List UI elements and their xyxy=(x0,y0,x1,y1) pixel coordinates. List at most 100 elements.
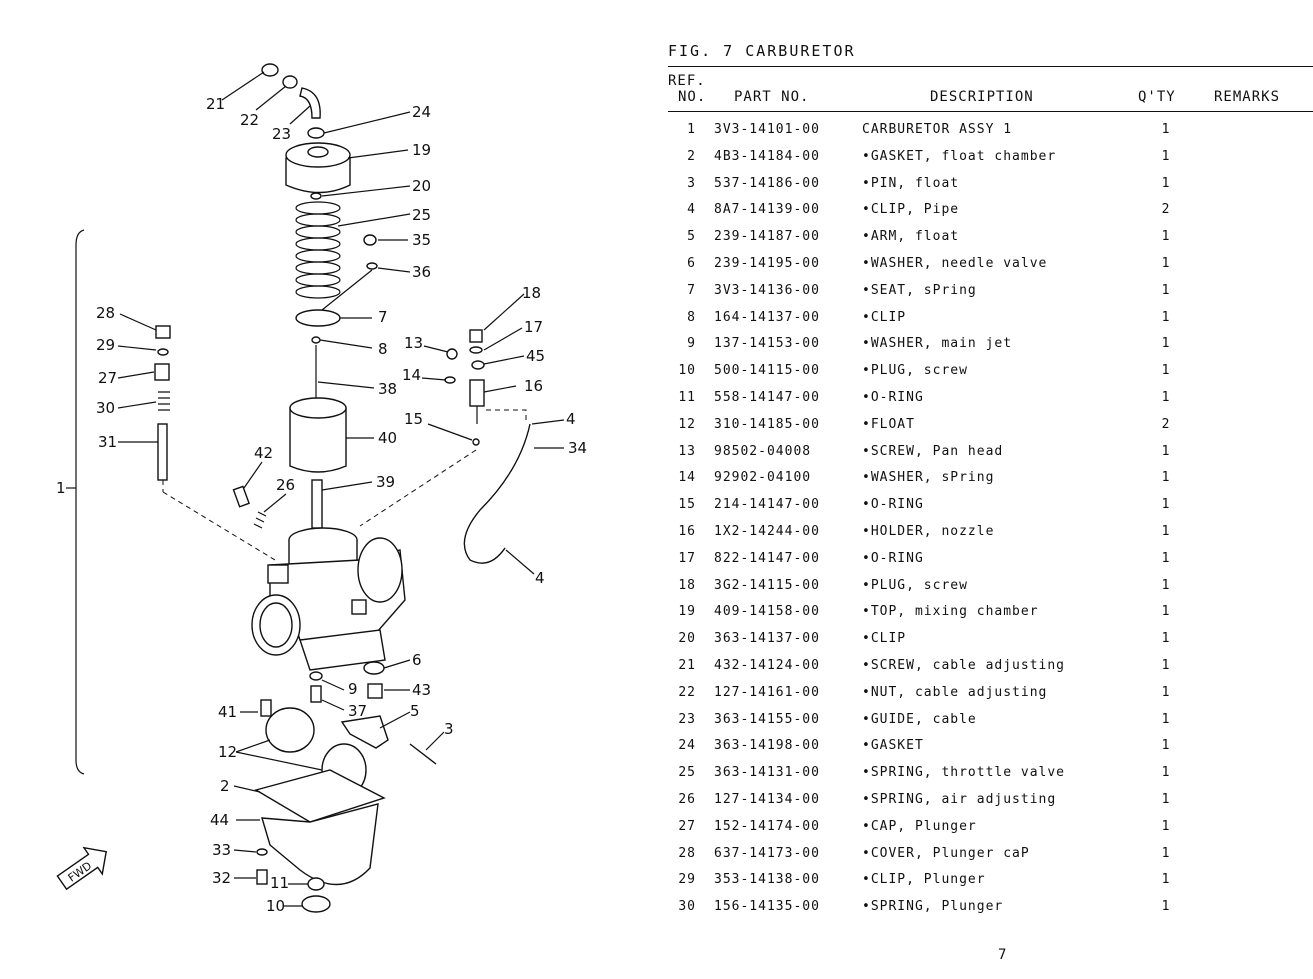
qty-cell: 1 xyxy=(1161,229,1171,245)
callout-40: 40 xyxy=(378,429,397,447)
description-cell: •NUT, cable adjusting xyxy=(862,684,1048,700)
qty-cell: 1 xyxy=(1161,148,1171,164)
callout-1: 1 xyxy=(56,479,66,497)
description-cell: •TOP, mixing chamber xyxy=(862,604,1039,620)
throttle-spring-drawing xyxy=(295,201,341,299)
parts-list: FIG. 7 CARBURETOR REF. NO. PART NO. DESC… xyxy=(668,42,1313,920)
part-no-cell: 127-14161-00 xyxy=(714,684,820,700)
description-cell: •O-RING xyxy=(862,389,924,405)
qty-cell: 1 xyxy=(1161,255,1171,271)
callout-27: 27 xyxy=(98,369,117,387)
part-no-cell: 822-14147-00 xyxy=(714,550,820,566)
ref-no-cell: 20 xyxy=(678,631,696,647)
qty-cell: 1 xyxy=(1161,122,1171,137)
part-no-cell: 3V3-14136-00 xyxy=(714,282,820,298)
description-cell: •CLIP xyxy=(862,309,907,325)
callout-39: 39 xyxy=(376,473,395,491)
callout-19: 19 xyxy=(412,141,431,159)
description-cell: •O-RING xyxy=(862,550,924,566)
part-no-cell: 92902-04100 xyxy=(714,470,812,486)
ref-no-cell: 22 xyxy=(678,684,696,700)
starter-plunger-drawing xyxy=(154,325,276,561)
description-cell: •ARM, float xyxy=(862,229,960,245)
qty-cell: 1 xyxy=(1161,336,1171,352)
callout-35: 35 xyxy=(412,231,431,249)
ref-no-cell: 18 xyxy=(678,577,696,593)
qty-cell: 1 xyxy=(1161,282,1171,298)
header-rule xyxy=(668,66,1313,67)
description-cell: •CLIP, Pipe xyxy=(862,202,960,218)
ref-no-cell: 6 xyxy=(687,255,696,271)
qty-cell: 1 xyxy=(1161,845,1171,861)
callout-11: 11 xyxy=(270,874,289,892)
part-no-cell: 363-14137-00 xyxy=(714,631,820,647)
description-cell: •GASKET xyxy=(862,738,924,754)
callout-13: 13 xyxy=(404,334,423,352)
description-cell: •SCREW, Pan head xyxy=(862,443,1004,459)
callout-6: 6 xyxy=(412,651,422,669)
qty-cell: 1 xyxy=(1161,791,1171,807)
ref-no-cell: 16 xyxy=(678,523,696,539)
part-no-cell: 363-14198-00 xyxy=(714,738,820,754)
part-no-cell: 8A7-14139-00 xyxy=(714,202,820,218)
qty-cell: 1 xyxy=(1161,389,1171,405)
header-part-no: PART NO. xyxy=(734,89,810,105)
description-cell: •CLIP xyxy=(862,631,907,647)
qty-cell: 1 xyxy=(1161,523,1171,539)
ref-no-cell: 12 xyxy=(678,416,696,432)
qty-cell: 1 xyxy=(1161,738,1171,754)
header-no: NO. xyxy=(678,89,707,105)
description-cell: •WASHER, needle valve xyxy=(862,255,1048,271)
callout-31: 31 xyxy=(98,433,117,451)
part-no-cell: 1X2-14244-00 xyxy=(714,523,820,539)
table-row: 6 239-14195-00 •WASHER, needle valve 1 xyxy=(668,250,1313,277)
qty-cell: 2 xyxy=(1161,416,1171,432)
part-no-cell: 239-14195-00 xyxy=(714,255,820,271)
callout-12: 12 xyxy=(218,743,237,761)
description-cell: •SEAT, sPring xyxy=(862,282,977,298)
callout-10: 10 xyxy=(266,897,285,915)
part-no-cell: 239-14187-00 xyxy=(714,229,820,245)
ref-no-cell: 28 xyxy=(678,845,696,861)
callout-5: 5 xyxy=(410,702,420,720)
qty-cell: 1 xyxy=(1161,872,1171,888)
callout-43: 43 xyxy=(412,681,431,699)
part-no-cell: 214-14147-00 xyxy=(714,497,820,513)
description-cell: •FLOAT xyxy=(862,416,915,432)
callout-33: 33 xyxy=(212,841,231,859)
part-no-cell: 432-14124-00 xyxy=(714,657,820,673)
ref-no-cell: 14 xyxy=(678,470,696,486)
description-cell: •WASHER, main jet xyxy=(862,336,1013,352)
ref-no-cell: 10 xyxy=(678,363,696,379)
callout-20: 20 xyxy=(412,177,431,195)
qty-cell: 1 xyxy=(1161,604,1171,620)
forward-arrow-icon: FWD xyxy=(56,846,108,891)
qty-cell: 1 xyxy=(1161,309,1171,325)
qty-cell: 1 xyxy=(1161,657,1171,673)
qty-cell: 1 xyxy=(1161,443,1171,459)
callout-24: 24 xyxy=(412,103,431,121)
callout-14: 14 xyxy=(402,366,421,384)
cable-adjuster-group xyxy=(261,63,325,139)
callout-32: 32 xyxy=(212,869,231,887)
description-cell: •PLUG, screw xyxy=(862,577,968,593)
callout-25: 25 xyxy=(412,206,431,224)
header-ref: REF. xyxy=(668,73,706,89)
callout-7: 7 xyxy=(378,308,388,326)
description-cell: •WASHER, sPring xyxy=(862,470,995,486)
